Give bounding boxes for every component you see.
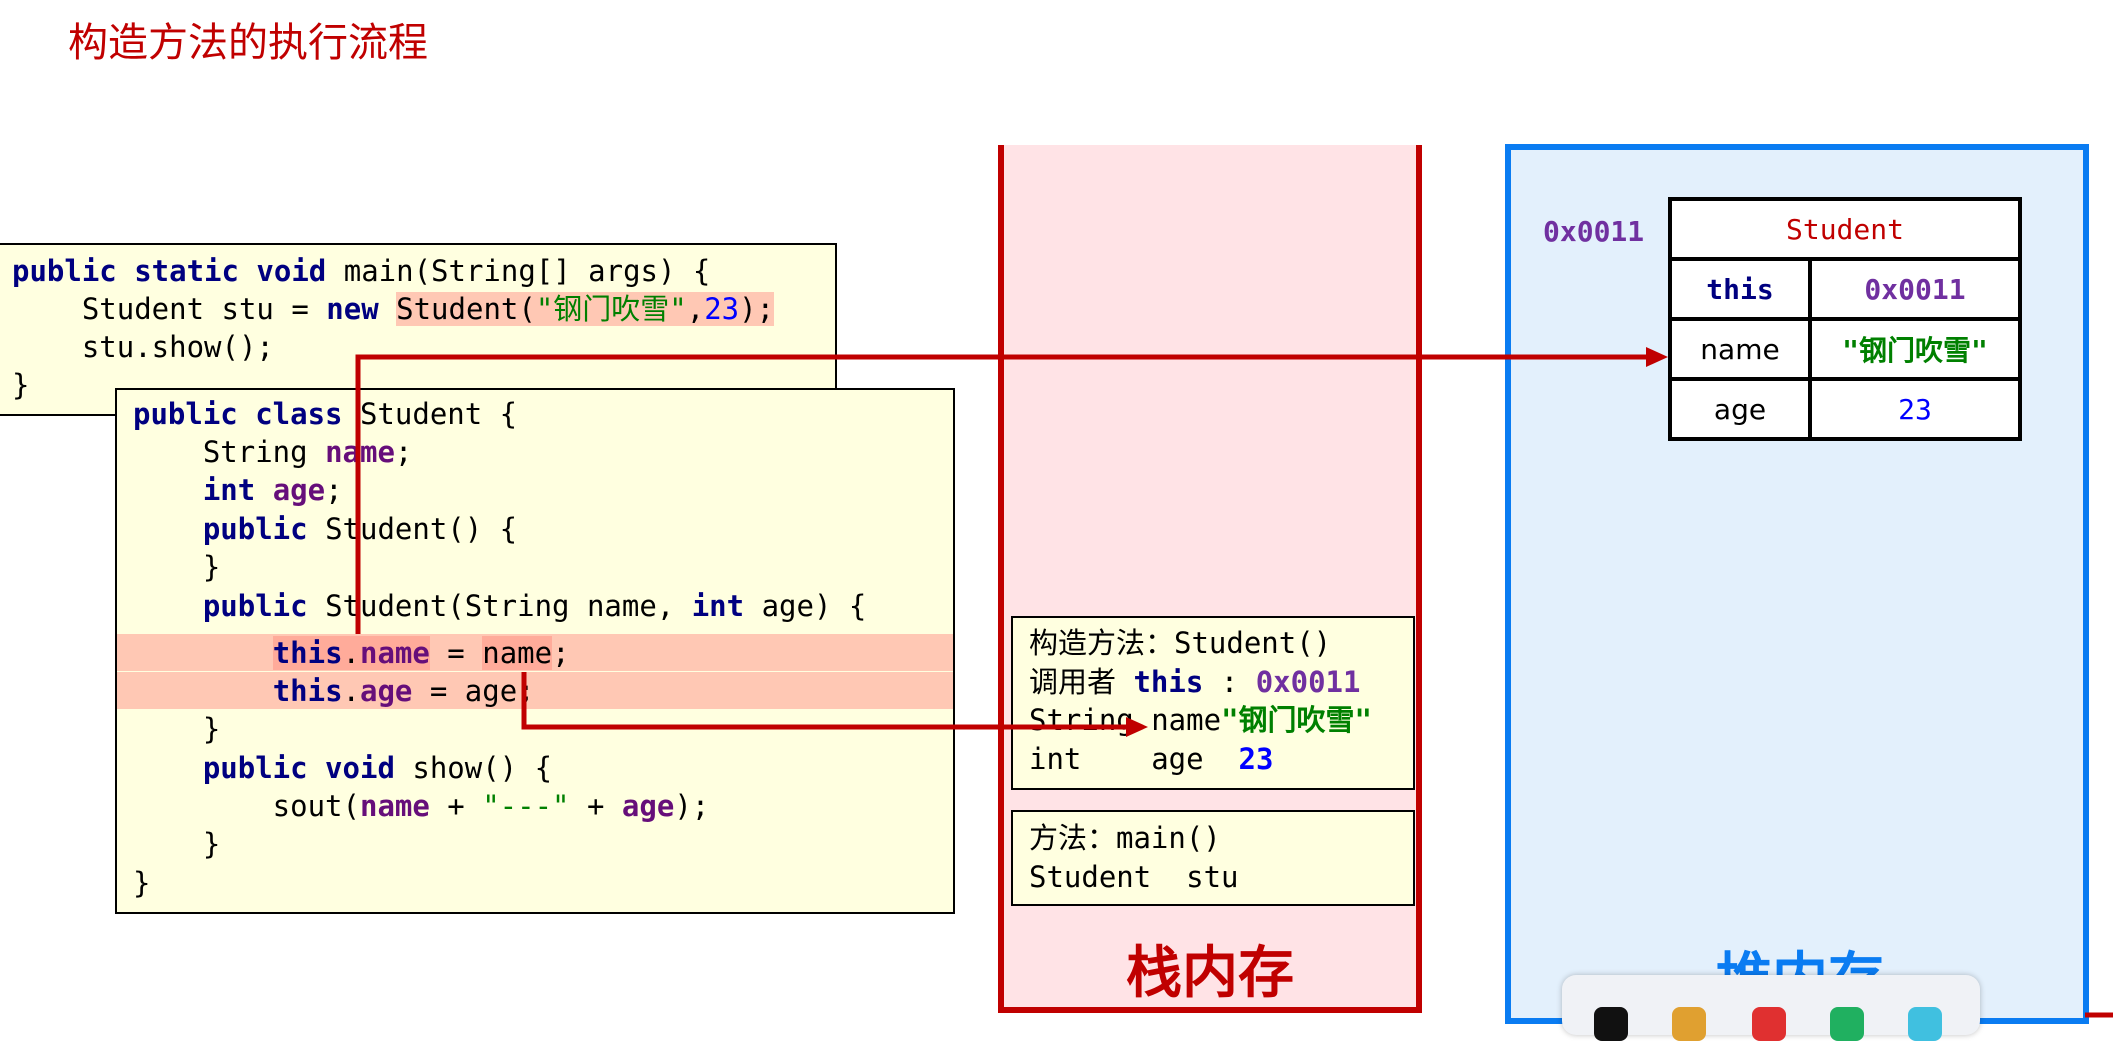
object-field-age: age	[1668, 377, 1812, 441]
app-icon-4[interactable]	[1830, 1007, 1864, 1041]
class-code-line-3: int age;	[202, 473, 343, 507]
new-student-call-highlight: Student("钢门吹雪",23);	[396, 292, 775, 326]
class-code-line-6: public Student(String name, int age) {	[202, 589, 867, 623]
main-stack-frame: 方法：main() Student stu	[1011, 810, 1415, 906]
stack-memory-label: 栈内存	[1126, 940, 1294, 1006]
class-code-line-4: public Student() {	[202, 512, 518, 546]
main-frame-title: 方法：main()	[1029, 821, 1221, 855]
app-icon-2[interactable]	[1672, 1007, 1706, 1041]
arrowhead-stack-name	[1126, 717, 1148, 737]
constructor-frame-name-var: String name"钢门吹雪"	[1029, 703, 1372, 737]
object-field-name: name	[1668, 317, 1812, 381]
main-code-line-4: }	[12, 368, 30, 402]
object-value-age: 23	[1808, 377, 2022, 441]
constructor-frame-caller: 调用者 this : 0x0011	[1029, 665, 1361, 699]
main-code-line-1: public static void main(String[] args) {	[12, 254, 711, 288]
highlight-row-this-age	[117, 672, 953, 709]
app-icon-3[interactable]	[1752, 1007, 1786, 1041]
arrows-layer	[355, 347, 2113, 1018]
class-code-line-12: }	[133, 827, 221, 861]
student-class-code-box: public class Student { String name; int …	[115, 388, 955, 914]
heap-object-address: 0x0011	[1543, 215, 1645, 248]
class-code-line-13: }	[133, 866, 151, 900]
class-code-line-7: this.name = name;	[272, 636, 570, 670]
constructor-stack-frame: 构造方法：Student() 调用者 this : 0x0011 String …	[1011, 616, 1415, 790]
class-code-line-11: sout(name + "---" + age);	[133, 789, 710, 823]
arrow-param-name-to-stack	[521, 672, 1128, 730]
main-method-code-box: public static void main(String[] args) {…	[0, 243, 837, 416]
object-value-name: "钢门吹雪"	[1808, 317, 2022, 381]
this-name-highlight: this.name	[272, 636, 430, 670]
class-code-line-10: public void show() {	[202, 751, 553, 785]
class-code-line-1: public class Student {	[133, 397, 518, 431]
arrow-this-name-to-heap	[355, 354, 1650, 634]
app-icon-1[interactable]	[1594, 1007, 1628, 1041]
constructor-frame-age-var: int age 23	[1029, 742, 1274, 776]
class-code-line-5: }	[133, 550, 221, 584]
main-code-line-3: stu.show();	[12, 330, 274, 364]
object-value-this: 0x0011	[1808, 257, 2022, 321]
class-code-line-9: }	[133, 712, 221, 746]
app-icon-5[interactable]	[1908, 1007, 1942, 1041]
main-code-line-2: Student stu = new Student("钢门吹雪",23);	[12, 292, 775, 326]
constructor-frame-title: 构造方法：Student()	[1029, 626, 1332, 660]
param-name-highlight: name	[482, 636, 553, 670]
taskbar-dock	[1562, 975, 1980, 1041]
main-frame-stu-var: Student stu	[1029, 860, 1239, 894]
arrowhead-heap-name	[1646, 347, 1668, 367]
page-title: 构造方法的执行流程	[68, 20, 428, 66]
object-class-name: Student	[1668, 197, 2022, 261]
object-field-this: this	[1668, 257, 1812, 321]
heap-student-object: Student this 0x0011 name "钢门吹雪" age 23	[1668, 197, 2022, 441]
